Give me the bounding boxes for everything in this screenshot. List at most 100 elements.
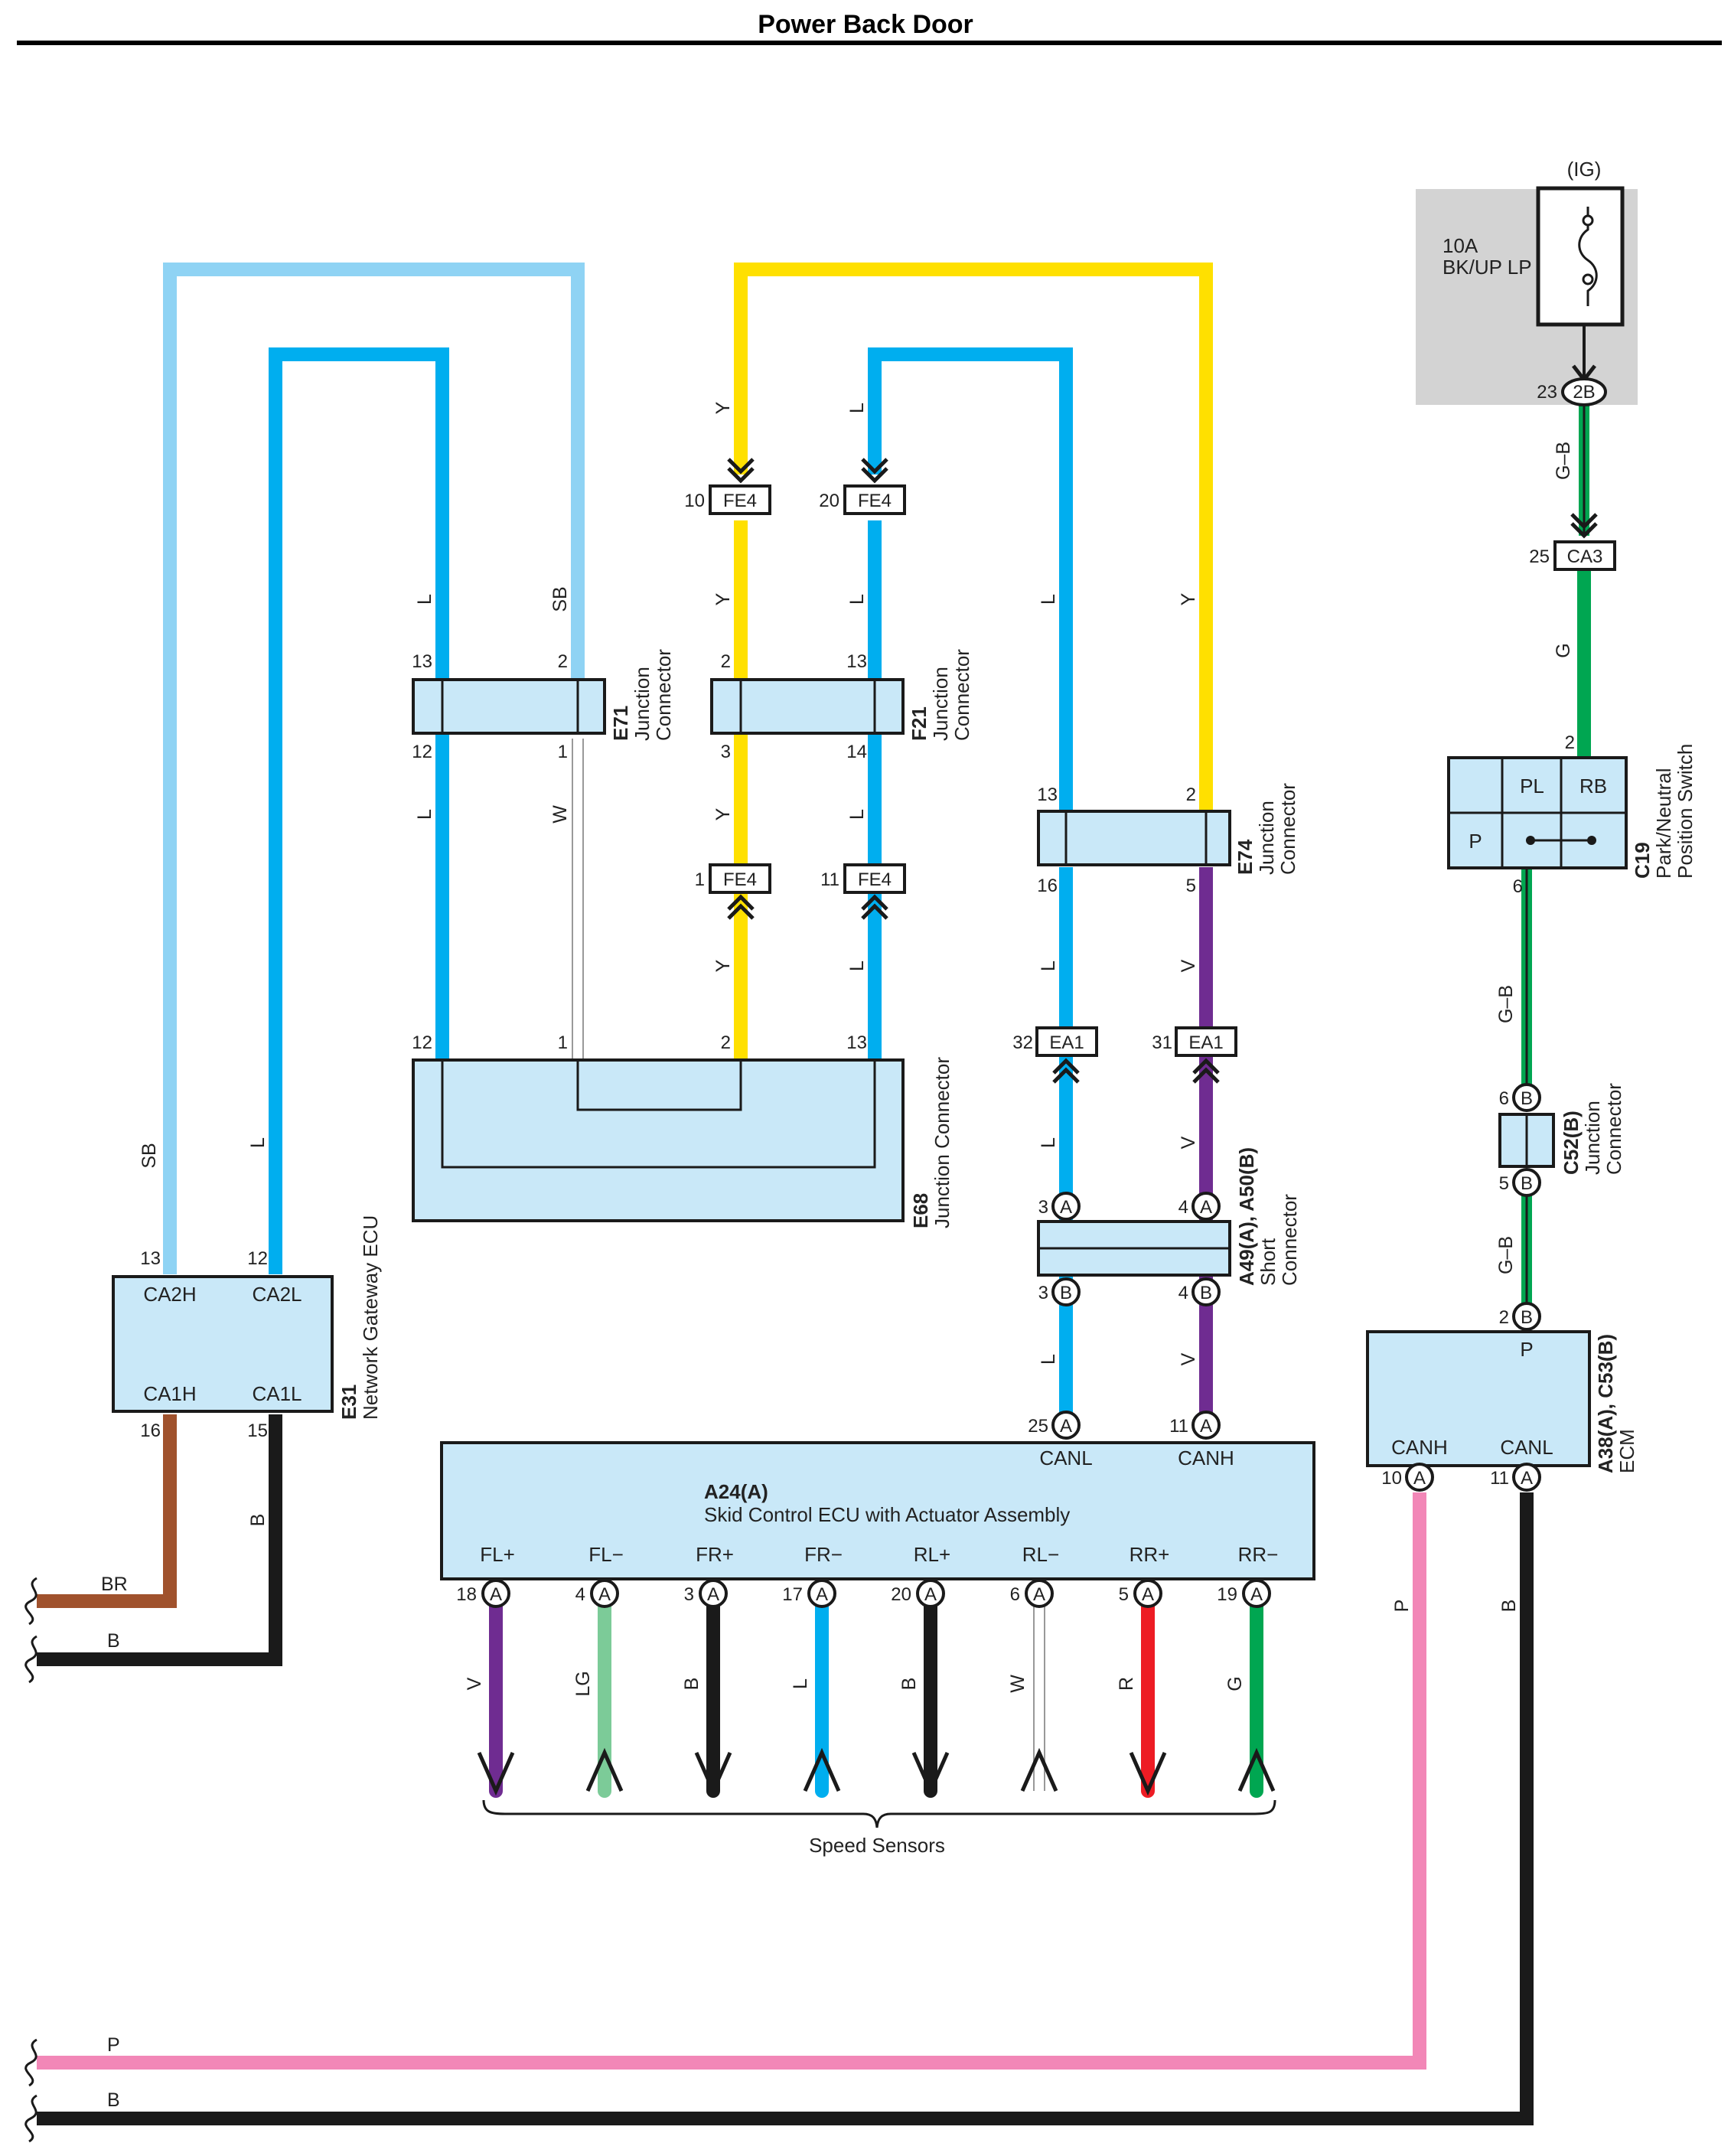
svg-text:Junction: Junction [1255,801,1278,875]
svg-text:Y: Y [712,401,734,414]
svg-text:B: B [247,1514,269,1527]
svg-text:L: L [846,594,868,605]
svg-text:15: 15 [247,1420,268,1441]
a38-ecm [1366,1330,1591,1467]
svg-text:10: 10 [684,491,705,511]
svg-text:RB: RB [1579,775,1607,797]
sensor-pin-number: 20 [891,1584,911,1605]
pin-numbers: 10 20 1 11 13 2 12 1 2 13 3 14 13 2 16 5… [140,382,1575,1489]
svg-text:4: 4 [1178,1283,1188,1303]
sensor-wire-color-label: B [898,1678,920,1691]
svg-text:Network Gateway ECU: Network Gateway ECU [359,1215,382,1420]
svg-text:12: 12 [412,742,432,762]
inline-connectors: FE4 FE4 FE4 FE4 EA1 EA1 2B CA3 [709,377,1616,1084]
svg-text:B: B [1521,1307,1533,1328]
c19-park-neutral-switch [1447,756,1628,869]
svg-text:20: 20 [819,491,839,511]
svg-text:16: 16 [140,1420,161,1441]
sensor-pin-marker [590,1579,619,1608]
fe4-tl: FE4 [723,491,757,511]
ecu-terminal-label: FR− [804,1543,843,1566]
svg-text:A: A [1413,1468,1426,1489]
svg-text:L: L [846,961,868,971]
svg-text:3: 3 [721,742,731,762]
speed-sensor-brace [482,1799,1276,1828]
svg-text:12: 12 [412,1032,432,1053]
fe4-tr: FE4 [858,491,892,511]
svg-text:3: 3 [1038,1197,1048,1218]
svg-text:6: 6 [1513,876,1523,897]
svg-text:A38(A), C53(B): A38(A), C53(B) [1594,1334,1617,1473]
svg-text:B: B [1060,1283,1072,1303]
svg-text:C19: C19 [1631,842,1654,879]
f21-junction-connector [710,678,905,735]
wire-l-f21 [868,347,1073,811]
svg-text:Connector: Connector [652,649,675,741]
svg-text:A24(A): A24(A) [704,1480,768,1503]
svg-text:V: V [1178,1352,1199,1365]
svg-text:13: 13 [1037,784,1058,805]
sensor-arrow-icon [694,1751,732,1796]
ecu-terminal-label: FL+ [480,1543,515,1566]
page-title: Power Back Door [758,10,973,39]
fuse-out-2b: 2B [1573,382,1595,403]
sensor-pin-number: 6 [1010,1584,1020,1605]
sensor-pin-marker [807,1579,836,1608]
sensor-pin-letter: A [707,1584,719,1605]
speed-sensor-leads: A18FL+VA4FL−LGA3FR+BA17FR−LA20RL+BA6RL−W… [456,1543,1278,1798]
e68-junction-connector [412,1058,905,1222]
svg-text:L: L [1038,594,1059,605]
svg-text:Y: Y [712,592,734,605]
fuse-icon [1578,207,1598,306]
wire-br [37,1414,177,1608]
svg-text:31: 31 [1152,1032,1172,1053]
sensor-pin-letter: A [1250,1584,1263,1605]
fuse-name: BK/UP LP [1442,256,1532,279]
sensor-pin-number: 3 [684,1584,694,1605]
svg-text:13: 13 [846,651,867,672]
sensor-pin-number: 5 [1119,1584,1129,1605]
svg-text:2: 2 [1565,732,1575,753]
svg-text:25: 25 [1529,546,1550,567]
svg-text:11: 11 [820,869,839,890]
ca3: CA3 [1567,546,1603,567]
svg-text:Y: Y [712,807,734,820]
svg-text:P: P [1469,830,1482,853]
sensor-wire-color-label: R [1116,1677,1137,1691]
fe4-br: FE4 [858,869,892,890]
svg-text:B: B [1521,1173,1533,1194]
wire-b-ecm [37,1492,1534,2125]
svg-text:B: B [1521,1088,1533,1109]
sensor-arrow-icon [1129,1751,1167,1796]
svg-text:10: 10 [1381,1468,1402,1489]
svg-text:A: A [1060,1416,1072,1437]
e71-junction-connector [412,678,606,735]
svg-text:G–B: G–B [1495,1236,1517,1274]
sensor-arrow-icon [1020,1747,1058,1792]
e74-junction-connector [1037,810,1231,866]
sensor-pin-letter: A [490,1584,502,1605]
svg-text:P: P [1520,1338,1533,1361]
svg-text:1: 1 [558,742,568,762]
svg-text:ECM: ECM [1615,1429,1638,1473]
svg-text:SB: SB [549,586,571,612]
svg-text:L: L [846,809,868,820]
svg-text:Y: Y [1178,592,1199,605]
svg-text:E71: E71 [609,706,632,741]
svg-text:Short: Short [1257,1238,1280,1286]
svg-text:B: B [1498,1600,1520,1613]
svg-text:A: A [1200,1197,1212,1218]
fuse-box [1536,186,1625,327]
sensor-pin-number: 19 [1217,1584,1237,1605]
svg-text:Skid Control ECU with Actuator: Skid Control ECU with Actuator Assembly [704,1503,1070,1526]
pin-markers: A A B B A A B B B A A [1051,1083,1541,1492]
svg-text:L: L [846,403,868,413]
component-labels: E71 Junction Connector F21 Junction Conn… [143,649,1697,1526]
wire-b-gateway [37,1414,282,1666]
svg-text:G–B: G–B [1495,985,1517,1023]
svg-text:5: 5 [1186,876,1196,896]
sensor-pin-marker [699,1579,728,1608]
svg-text:B: B [1200,1283,1212,1303]
ecu-terminal-label: RR+ [1130,1543,1170,1566]
